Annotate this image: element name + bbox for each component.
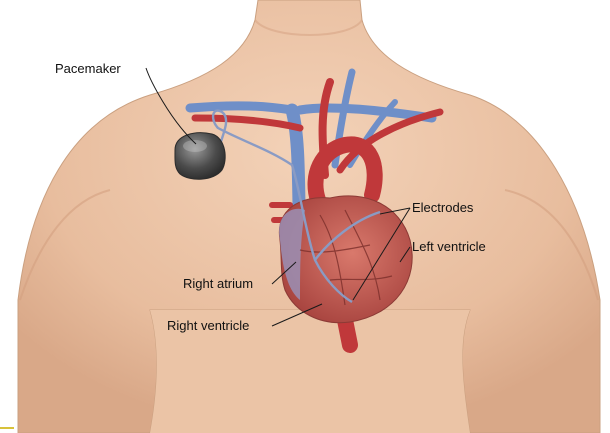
label-right-atrium: Right atrium xyxy=(183,276,253,292)
label-electrodes: Electrodes xyxy=(412,200,473,216)
corner-accent-mark xyxy=(0,427,14,429)
pacemaker-device-icon xyxy=(175,133,225,180)
label-pacemaker: Pacemaker xyxy=(55,61,121,77)
label-right-ventricle: Right ventricle xyxy=(167,318,249,334)
label-left-ventricle: Left ventricle xyxy=(412,239,486,255)
